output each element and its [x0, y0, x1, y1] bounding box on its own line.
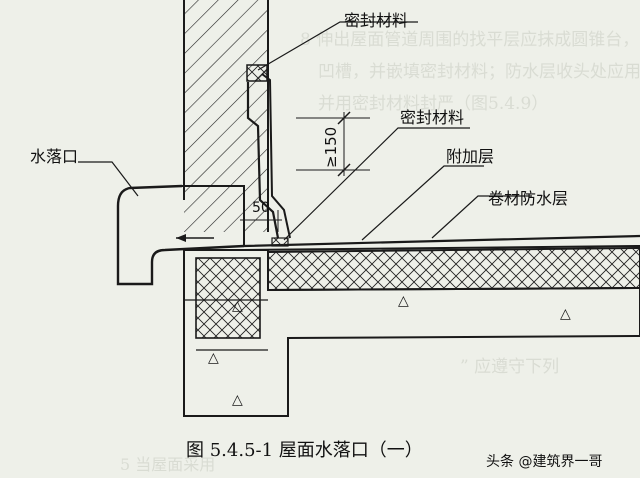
svg-text:△: △ [232, 298, 243, 314]
label-sealant-top: 密封材料 [344, 11, 408, 30]
flashing [246, 82, 280, 239]
membrane-line [243, 234, 640, 248]
sealant-mid [271, 237, 289, 247]
watermark: 头条 @建筑界一哥 [486, 453, 602, 470]
dim-height-label: ≥150 [322, 127, 340, 168]
bg-text-line5: 5 当屋面采用 [120, 455, 215, 474]
wall [183, 0, 269, 232]
bg-text-line3: 并用密封材料封严（图5.4.9） [318, 94, 548, 114]
label-sealant-mid: 密封材料 [400, 108, 464, 127]
scupper-outlet [116, 184, 245, 286]
bg-text-line4: ” 应遵守下列 [460, 357, 559, 377]
label-additional-layer: 附加层 [446, 147, 494, 166]
bg-text-line2: 凹槽，并嵌填密封材料；防水层收头处应用金属 [318, 62, 640, 82]
additional-layer-line [243, 245, 640, 251]
dimension-height: ≥150 [296, 111, 370, 177]
insulation-layer [267, 246, 640, 292]
svg-text:△: △ [232, 392, 243, 408]
sealant-top [246, 64, 268, 82]
bg-text-line1: 8 伸出屋面管道周围的找平层应抹成圆锥台，管道与 [300, 30, 640, 50]
dimension-width: 50 [240, 200, 282, 232]
svg-text:△: △ [208, 350, 219, 366]
leader-lines [78, 21, 532, 241]
concrete-slab: △ △ △ △ △ [183, 249, 640, 417]
svg-text:△: △ [398, 293, 409, 309]
dim-width-label: 50 [252, 200, 270, 216]
label-scupper: 水落口 [30, 147, 78, 166]
flashing-inner [261, 73, 291, 239]
label-membrane: 卷材防水层 [488, 189, 568, 208]
figure-caption: 图 5.4.5-1 屋面水落口（一） [186, 440, 423, 461]
svg-text:△: △ [560, 306, 571, 322]
background-text: 8 伸出屋面管道周围的找平层应抹成圆锥台，管道与 凹槽，并嵌填密封材料；防水层收… [120, 30, 640, 474]
